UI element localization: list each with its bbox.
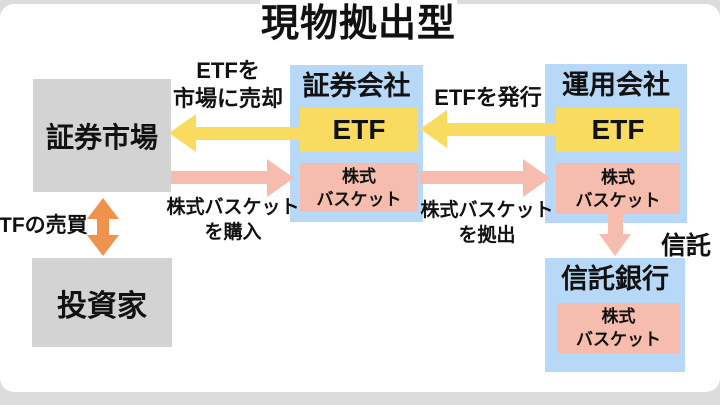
manager-etf-box: ETF	[556, 107, 680, 152]
node-trust-bank-title: 信託銀行	[561, 264, 669, 294]
node-securities-market-label: 証券市場	[45, 121, 158, 153]
broker-basket-line2: バスケット	[316, 189, 402, 209]
arrowhead-down-trust-icon	[599, 234, 631, 256]
trust-basket-line1: 株式	[601, 307, 636, 326]
label-issue-etf: ETFを発行	[434, 85, 542, 110]
arrowhead-left-sell-etf-icon	[169, 114, 196, 152]
arrow-trust-shaft	[608, 214, 623, 235]
arrowhead-up-trade-icon	[87, 198, 119, 219]
arrowhead-right-contribute-basket-icon	[523, 159, 550, 197]
arrow-contribute-basket-shaft	[419, 171, 525, 184]
node-trust-bank: 信託銀行 株式 バスケット	[545, 258, 685, 372]
manager-etf-label: ETF	[591, 113, 645, 145]
node-investor: 投資家	[32, 258, 172, 347]
node-securities-market: 証券市場	[33, 79, 171, 192]
node-investor-label: 投資家	[57, 289, 147, 323]
label-etf-trade: ETFの売買	[0, 214, 88, 237]
manager-basket-line2: バスケット	[575, 190, 661, 210]
broker-etf-box: ETF	[300, 107, 418, 152]
title-banner: 現物拠出型	[260, 0, 457, 50]
node-management-company: 運用会社 ETF 株式 バスケット	[545, 64, 687, 223]
manager-stock-basket-box: 株式 バスケット	[556, 163, 680, 214]
arrow-trade-shaft	[97, 217, 109, 237]
node-management-company-title: 運用会社	[562, 70, 670, 100]
arrowhead-right-buy-basket-icon	[267, 159, 294, 197]
arrowhead-left-issue-etf-icon	[420, 110, 447, 148]
broker-stock-basket-box: 株式 バスケット	[300, 163, 418, 212]
trust-basket-line2: バスケット	[576, 330, 661, 349]
arrow-buy-basket-shaft	[171, 171, 269, 184]
label-buy-basket: 株式バスケット を購入	[163, 195, 303, 245]
manager-basket-line1: 株式	[601, 167, 635, 187]
label-sell-etf: ETFを 市場に売却	[158, 57, 298, 113]
arrow-issue-etf-shaft	[445, 123, 556, 136]
label-contribute-basket: 株式バスケット を拠出	[417, 198, 557, 248]
label-sell-etf-line1: ETFを	[196, 58, 260, 83]
label-sell-etf-line2: 市場に売却	[172, 86, 283, 111]
label-contribute-basket-line1: 株式バスケット	[420, 200, 554, 221]
page-title: 現物拠出型	[260, 3, 456, 45]
trust-stock-basket-box: 株式 バスケット	[557, 303, 680, 353]
arrowhead-down-trade-icon	[87, 235, 119, 256]
node-securities-company-title: 証券会社	[302, 71, 411, 101]
label-buy-basket-line1: 株式バスケット	[166, 197, 300, 218]
node-securities-company: 証券会社 ETF 株式 バスケット	[290, 65, 423, 222]
broker-etf-label: ETF	[332, 113, 386, 145]
label-contribute-basket-line2: を拠出	[458, 225, 516, 246]
label-buy-basket-line2: を購入	[204, 222, 262, 243]
broker-basket-line1: 株式	[342, 166, 376, 186]
arrow-sell-etf-shaft	[194, 127, 300, 140]
label-trust: 信託	[661, 232, 712, 260]
